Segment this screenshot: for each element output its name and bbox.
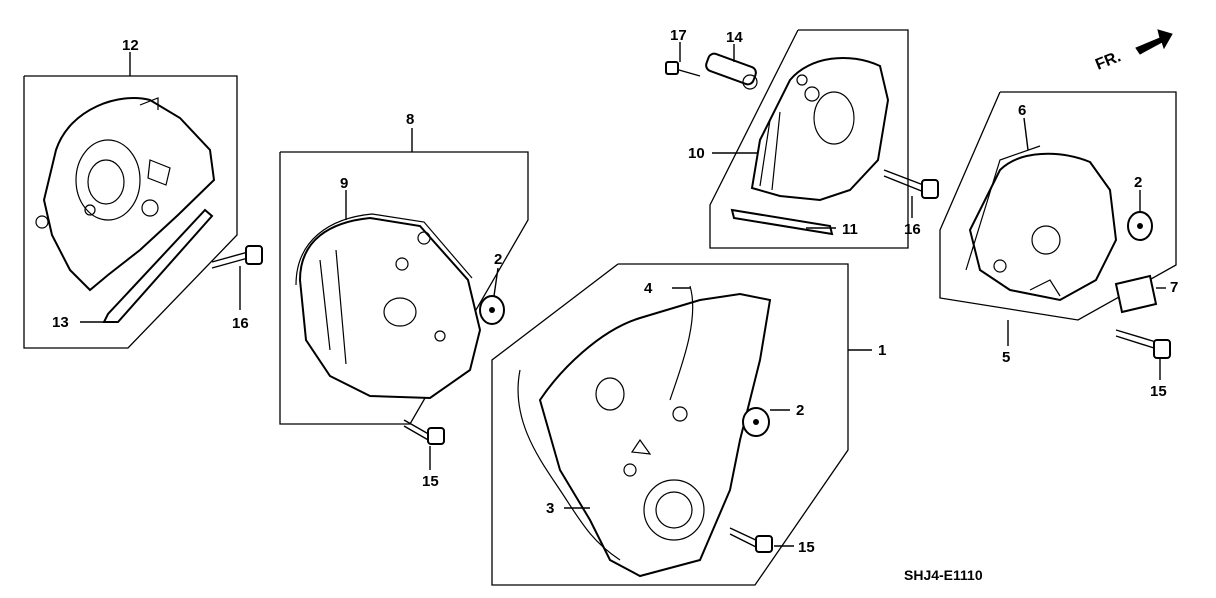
group-box-5 <box>939 91 1177 321</box>
part-grommet-2-middle <box>742 407 770 437</box>
callout-15-right: 15 <box>1150 383 1167 400</box>
group-box-1 <box>491 263 849 586</box>
group-box-12 <box>23 75 238 349</box>
front-direction-arrow-icon <box>1135 29 1173 55</box>
callout-15-middle: 15 <box>422 473 439 490</box>
callout-17: 17 <box>670 27 687 44</box>
callout-12: 12 <box>122 37 139 54</box>
callout-5: 5 <box>1002 349 1010 366</box>
callout-2-right: 2 <box>1134 174 1142 191</box>
callout-16-right: 16 <box>904 221 921 238</box>
part-bolt-15-bottom <box>729 527 773 553</box>
drawing-code: SHJ4-E1110 <box>904 567 983 583</box>
part-sensor-14 <box>705 52 758 90</box>
callout-11: 11 <box>842 221 858 238</box>
part-strip-11 <box>730 208 834 236</box>
callout-6: 6 <box>1018 102 1026 119</box>
front-direction-indicator: FR. <box>1093 29 1173 74</box>
part-gasket-3 <box>517 369 621 561</box>
part-seal-7 <box>1114 274 1158 314</box>
part-grommet-2-left <box>479 295 505 325</box>
part-bolt-15-lower-middle <box>403 419 445 445</box>
callout-9: 9 <box>340 175 348 192</box>
callout-13: 13 <box>52 314 69 331</box>
part-rear-upper-cover <box>35 97 216 292</box>
part-bolt-15-right <box>1115 329 1171 359</box>
callout-7: 7 <box>1170 279 1178 296</box>
callout-2-left: 2 <box>494 251 502 268</box>
front-direction-label: FR. <box>1093 48 1123 73</box>
leader-lines <box>80 42 1166 547</box>
part-upper-cover <box>295 213 482 400</box>
part-right-cover <box>965 145 1118 302</box>
callout-10: 10 <box>688 145 705 162</box>
part-gasket-4 <box>669 285 694 401</box>
group-box-10 <box>709 29 909 249</box>
callout-14: 14 <box>726 29 743 46</box>
part-bolt-16-right <box>883 169 939 199</box>
callout-8: 8 <box>406 111 414 128</box>
callout-2-middle: 2 <box>796 402 804 419</box>
callout-4: 4 <box>644 280 653 297</box>
callout-3: 3 <box>546 500 554 517</box>
part-bolt-16-left <box>211 245 263 269</box>
callout-15-bottom: 15 <box>798 539 815 556</box>
callout-16-left: 16 <box>232 315 249 332</box>
part-bolt-17 <box>665 61 701 77</box>
part-back-cover <box>750 56 890 202</box>
callout-1: 1 <box>878 342 886 359</box>
callout-labels: 12 13 16 8 9 2 15 1 4 2 3 15 17 14 10 11… <box>52 27 1178 556</box>
part-lower-cover <box>538 292 772 578</box>
part-bracket-13 <box>102 208 214 323</box>
part-grommet-2-right <box>1127 211 1153 241</box>
